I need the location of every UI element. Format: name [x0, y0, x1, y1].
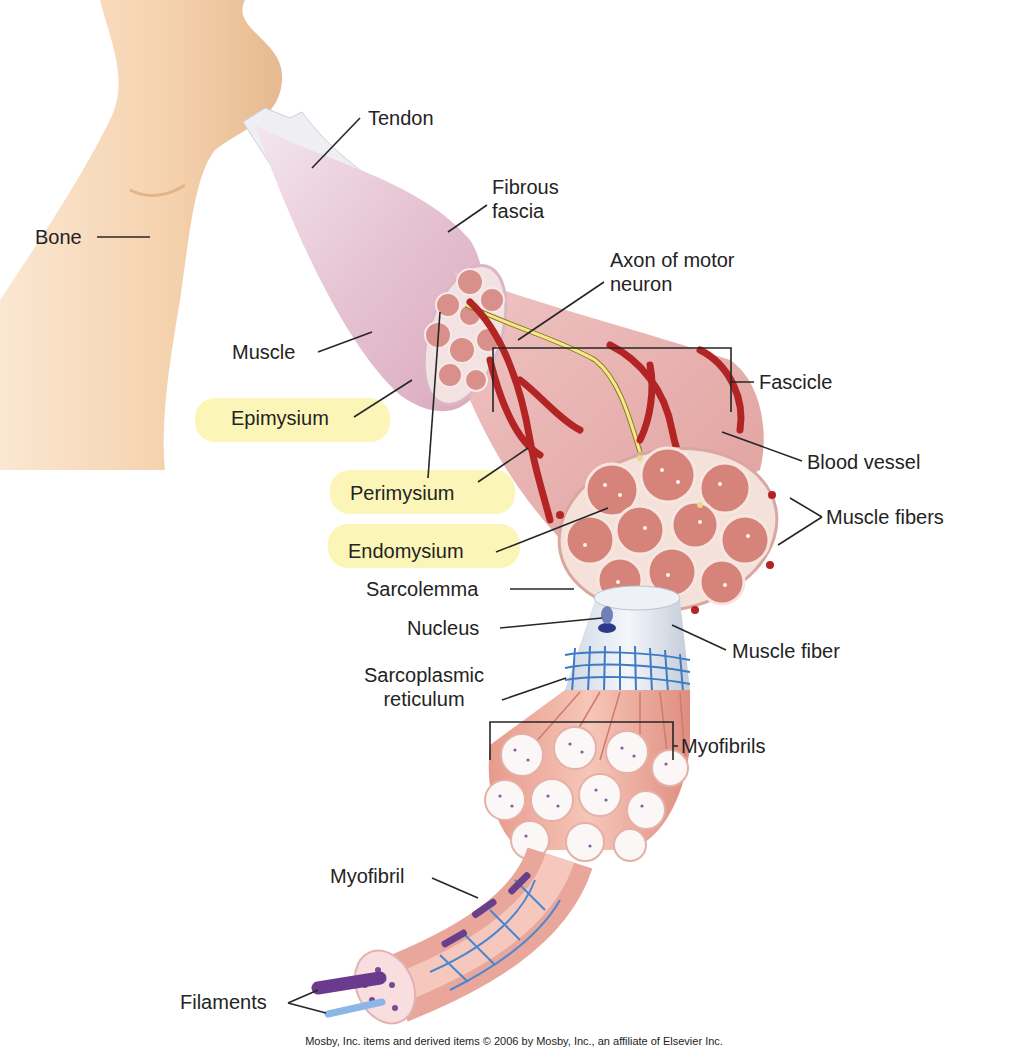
- part-label: Axon of motor neuron: [610, 248, 738, 296]
- thick-filament: [318, 978, 380, 988]
- part-label: Perimysium: [350, 481, 454, 505]
- copyright-note: Mosby, Inc. items and derived items © 20…: [4, 1035, 1020, 1048]
- part-label: Epimysium: [231, 406, 329, 430]
- part-label: Blood vessel: [807, 450, 920, 474]
- part-label: Muscle fibers: [826, 505, 944, 529]
- muscle-fiber-sections: [566, 448, 769, 604]
- part-label: Myofibrils: [681, 734, 765, 758]
- part-label: Bone: [35, 225, 82, 249]
- bone: [0, 0, 282, 470]
- muscle: [255, 125, 485, 411]
- myofibril-lines: [520, 692, 685, 760]
- part-label: Fascicle: [759, 370, 832, 394]
- myofibril: [395, 858, 560, 990]
- part-label: Sarcolemma: [366, 577, 478, 601]
- part-label: Muscle fiber: [732, 639, 840, 663]
- myofibril-sections: [485, 727, 688, 861]
- muscle-cross-section: [409, 255, 522, 414]
- part-label: Filaments: [180, 990, 267, 1014]
- part-label: Tendon: [368, 106, 434, 130]
- part-label: Fibrous fascia: [492, 175, 587, 223]
- nucleus: [598, 623, 616, 633]
- reticulum-on-myofibril: [430, 880, 560, 990]
- myofibril-bands: [440, 871, 531, 948]
- part-label: Sarcoplasmic reticulum: [350, 663, 498, 711]
- filament-dots: [498, 742, 667, 847]
- myofibril-highlight: [395, 858, 560, 990]
- leader-lines: [97, 118, 822, 1013]
- highlight: [195, 398, 390, 442]
- thin-filament: [328, 1002, 382, 1014]
- bone-ridge: [130, 185, 185, 195]
- capillaries: [556, 491, 776, 614]
- part-label: Nucleus: [407, 616, 479, 640]
- fascicle-cross-section: [544, 429, 792, 631]
- nerve-dots: [637, 455, 703, 508]
- part-label: Muscle: [232, 340, 295, 364]
- fiber-dots: [583, 468, 750, 587]
- highlight: [328, 524, 520, 568]
- part-label: Endomysium: [348, 539, 464, 563]
- nucleus: [601, 606, 613, 624]
- part-label: Myofibril: [330, 864, 404, 888]
- sarcoplasmic-reticulum: [565, 646, 690, 692]
